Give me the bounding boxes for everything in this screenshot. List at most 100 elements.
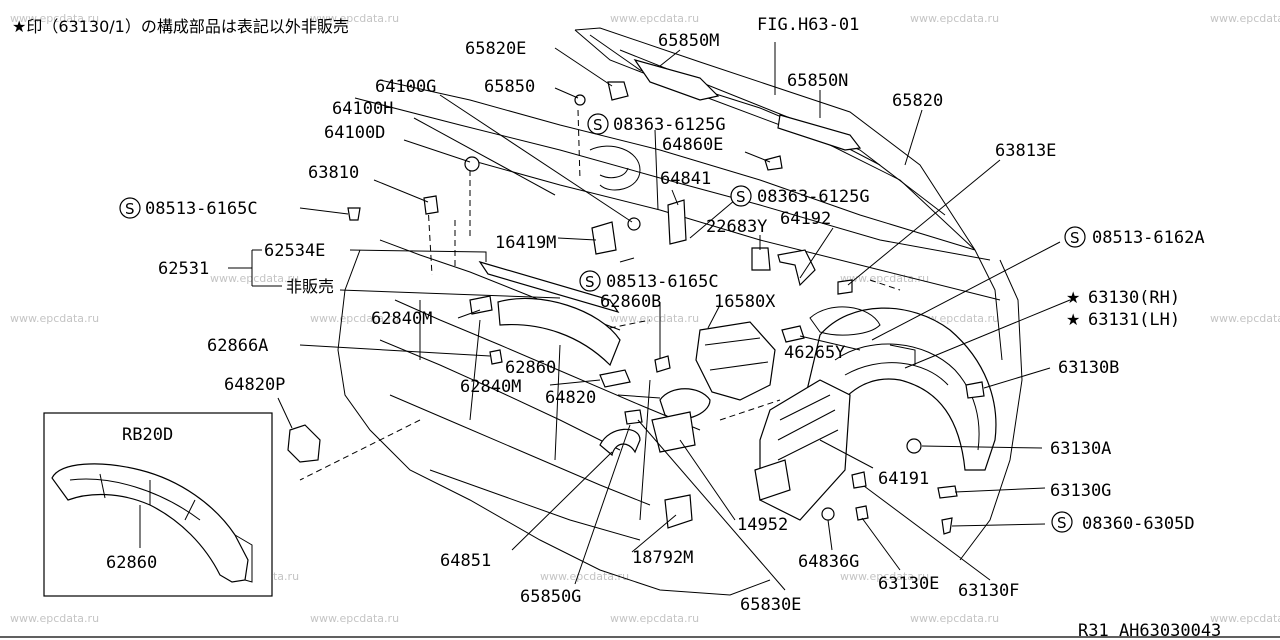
label-62840M-1: 62840M <box>371 309 432 329</box>
part-22683Y <box>751 247 771 271</box>
watermark: www.epcdata.ru <box>310 312 399 325</box>
part-46265Y <box>781 325 805 343</box>
label-16580X: 16580X <box>714 292 776 312</box>
part-08513-screw <box>347 207 361 221</box>
label-18792M: 18792M <box>632 548 693 568</box>
part-16580X <box>695 321 776 401</box>
label-65820E: 65820E <box>465 39 526 59</box>
part-64836G <box>821 507 835 521</box>
label-62860: 62860 <box>505 358 556 378</box>
watermark: www.epcdata.ru <box>610 12 699 25</box>
label-64100D: 64100D <box>324 123 385 143</box>
label-65820: 65820 <box>892 91 943 111</box>
label-08513-6165C-2: 08513-6165C <box>606 272 719 292</box>
watermarks: www.epcdata.ru www.epcdata.ru www.epcdat… <box>10 12 1280 625</box>
screw-symbol-icon <box>587 113 609 135</box>
watermark: www.epcdata.ru <box>910 612 999 625</box>
watermark: www.epcdata.ru <box>910 12 999 25</box>
screw-symbol-text: S <box>736 188 746 206</box>
watermark: www.epcdata.ru <box>1210 312 1280 325</box>
watermark: www.epcdata.ru <box>1210 12 1280 25</box>
part-65850M <box>633 58 720 101</box>
label-64191: 64191 <box>878 469 929 489</box>
label-62534E: 62534E <box>264 241 325 261</box>
label-63130F: 63130F <box>958 581 1019 601</box>
inset-title: RB20D <box>122 425 173 445</box>
label-62860B: 62860B <box>600 292 661 312</box>
label-64841: 64841 <box>660 169 711 189</box>
inset-duct-62860 <box>51 463 249 583</box>
star-icon: ★ <box>1066 310 1080 329</box>
star-icon: ★ <box>1066 288 1080 307</box>
part-65820E <box>607 81 629 101</box>
part-64192 <box>777 249 816 287</box>
watermark: www.epcdata.ru <box>840 570 929 583</box>
label-64100G: 64100G <box>375 77 436 97</box>
label-65850N: 65850N <box>787 71 848 91</box>
label-62866A: 62866A <box>207 336 268 356</box>
label-63130B: 63130B <box>1058 358 1119 378</box>
part-64860E <box>764 155 783 171</box>
part-64820P <box>287 424 321 463</box>
label-63813E: 63813E <box>995 141 1056 161</box>
header-note: ★印（63130/1）の構成部品は表記以外非販売 <box>12 17 349 36</box>
label-16419M: 16419M <box>495 233 556 253</box>
part-63130G <box>937 485 958 499</box>
watermark: www.epcdata.ru <box>310 612 399 625</box>
part-62860B <box>654 355 671 373</box>
part-08360-screw <box>941 517 953 535</box>
part-64100G <box>627 217 641 231</box>
label-62840M-2: 62840M <box>460 377 521 397</box>
watermark: www.epcdata.ru <box>610 312 699 325</box>
screw-symbol-icon <box>730 185 752 207</box>
part-labels: 65820E 65850M 65850 65850N 65820 64100G … <box>145 31 1205 615</box>
label-64192: 64192 <box>780 209 831 229</box>
label-08363-6125G-1: 08363-6125G <box>613 115 726 135</box>
label-08363-6125G-2: 08363-6125G <box>757 187 870 207</box>
screw-symbol-text: S <box>585 273 595 291</box>
part-63130B <box>965 381 985 399</box>
part-64100D <box>464 156 480 172</box>
label-64100H: 64100H <box>332 99 393 119</box>
label-64820P: 64820P <box>224 375 285 395</box>
watermark: www.epcdata.ru <box>1210 612 1280 625</box>
label-65850G: 65850G <box>520 587 581 607</box>
label-22683Y: 22683Y <box>706 217 767 237</box>
label-14952: 14952 <box>737 515 788 535</box>
footer-code: R31 AH63030043 <box>1078 621 1221 640</box>
part-63810 <box>423 195 439 215</box>
label-63130RH: 63130(RH) <box>1088 288 1180 308</box>
label-65830E: 65830E <box>740 595 801 615</box>
part-63813E <box>837 279 853 295</box>
part-64841 <box>667 199 687 245</box>
part-14952 <box>651 411 696 453</box>
watermark: www.epcdata.ru <box>10 312 99 325</box>
label-62531: 62531 <box>158 259 209 279</box>
label-08360-6305D: 08360-6305D <box>1082 514 1195 534</box>
label-64860E: 64860E <box>662 135 723 155</box>
part-65850 <box>574 94 586 106</box>
label-46265Y: 46265Y <box>784 343 845 363</box>
part-63130E <box>855 505 869 521</box>
inset-part-label: 62860 <box>106 553 157 573</box>
screw-symbol-text: S <box>1057 514 1067 532</box>
label-65850: 65850 <box>484 77 535 97</box>
part-64851 <box>599 428 641 457</box>
screw-markers: S S S S S S <box>119 113 1086 533</box>
label-63130G: 63130G <box>1050 481 1111 501</box>
part-18792M <box>664 494 693 529</box>
part-63130A <box>906 438 922 454</box>
watermark: www.epcdata.ru <box>540 570 629 583</box>
parts <box>287 58 985 535</box>
label-64836G: 64836G <box>798 552 859 572</box>
part-62840M-2 <box>599 369 631 388</box>
part-65850N <box>777 114 862 151</box>
watermark: www.epcdata.ru <box>310 12 399 25</box>
label-08513-6162A: 08513-6162A <box>1092 228 1205 248</box>
figure-code: FIG.H63-01 <box>757 15 859 35</box>
watermark: www.epcdata.ru <box>840 272 929 285</box>
screw-symbol-icon <box>1051 511 1073 533</box>
part-62534E <box>478 260 620 314</box>
label-63130A: 63130A <box>1050 439 1111 459</box>
